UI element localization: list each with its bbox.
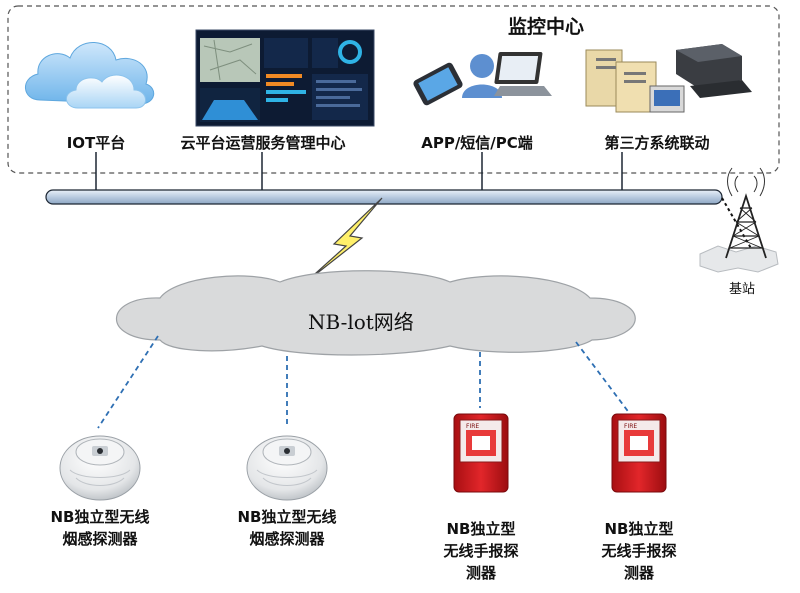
device-label-line: 烟感探测器 bbox=[249, 530, 325, 548]
base-station-label: 基站 bbox=[729, 282, 756, 297]
device-label-manual1: NB独立型 无线手报探 测器 bbox=[416, 518, 546, 584]
network-bus bbox=[45, 189, 723, 205]
node-label-iot: IOT平台 bbox=[66, 134, 126, 152]
smoke-detector-icon bbox=[246, 435, 328, 501]
fire-panel-text: FIRE bbox=[466, 423, 479, 430]
monitoring-center-frame bbox=[7, 5, 780, 174]
lightning-bolt-icon bbox=[305, 197, 383, 283]
fire-panel-text: FIRE bbox=[624, 423, 637, 430]
smoke-detector-icon bbox=[59, 435, 141, 501]
server-stack-icon bbox=[585, 44, 752, 113]
radio-tower-icon bbox=[699, 167, 779, 273]
device-label-line: NB独立型 bbox=[446, 520, 516, 538]
dashboard-screenshot bbox=[195, 29, 375, 127]
device-label-smoke1: NB独立型无线 烟感探测器 bbox=[20, 506, 180, 550]
device-label-line: 测器 bbox=[623, 564, 654, 582]
device-label-line: 烟感探测器 bbox=[62, 530, 138, 548]
device-label-line: 测器 bbox=[465, 564, 496, 582]
device-label-line: 无线手报探 bbox=[443, 542, 519, 560]
device-label-line: 无线手报探 bbox=[601, 542, 677, 560]
monitoring-center-title: 监控中心 bbox=[508, 16, 585, 38]
device-label-line: NB独立型无线 bbox=[50, 508, 150, 526]
device-link-4 bbox=[575, 341, 631, 415]
manual-call-point-icon: FIRE bbox=[611, 413, 667, 493]
device-label-smoke2: NB独立型无线 烟感探测器 bbox=[207, 506, 367, 550]
manual-call-point-icon: FIRE bbox=[453, 413, 509, 493]
device-label-manual2: NB独立型 无线手报探 测器 bbox=[574, 518, 704, 584]
phone-user-laptop-icon bbox=[413, 52, 552, 106]
device-link-1 bbox=[97, 335, 159, 429]
nb-iot-cloud bbox=[116, 270, 636, 356]
node-label-cloud-platform: 云平台运营服务管理中心 bbox=[180, 134, 346, 152]
node-label-third-party: 第三方系统联动 bbox=[604, 134, 710, 152]
node-label-app: APP/短信/PC端 bbox=[421, 134, 533, 152]
cloud-icon bbox=[25, 42, 155, 109]
device-label-line: NB独立型 bbox=[604, 520, 674, 538]
device-label-line: NB独立型无线 bbox=[237, 508, 337, 526]
network-label: NB-lot网络 bbox=[308, 310, 414, 334]
